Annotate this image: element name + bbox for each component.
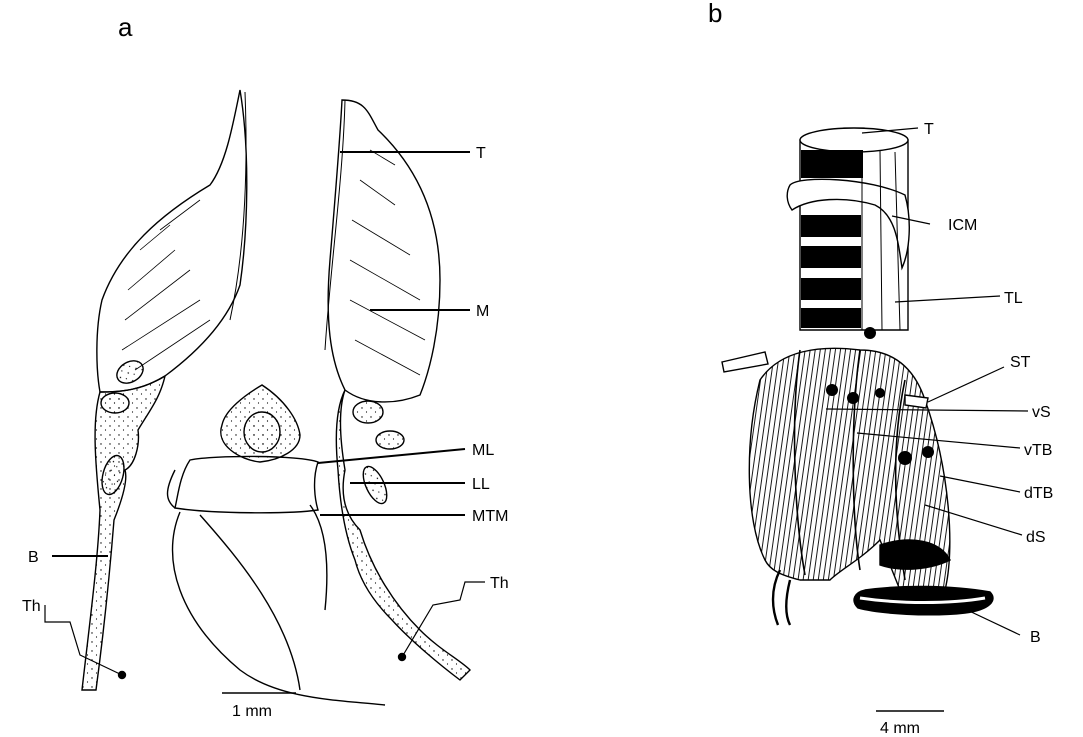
label-a-medial-labium: ML (472, 442, 494, 459)
label-b-icm: ICM (948, 217, 977, 234)
label-a-lateral-labium: LL (472, 476, 490, 493)
left-muscle (97, 90, 247, 392)
medial-tympaniform-membrane (175, 456, 318, 512)
label-b-vs: vS (1032, 404, 1051, 421)
label-a-bronchus: B (28, 549, 39, 566)
label-a-muscle: M (476, 303, 489, 320)
panel-a-drawing (45, 90, 485, 705)
right-muscle (328, 100, 440, 402)
scale-label-a: 1 mm (232, 703, 272, 720)
label-a-mtm: MTM (472, 508, 508, 525)
left-stub (722, 352, 768, 372)
panel-a-label: a (118, 12, 133, 42)
panel-b-drawing (722, 128, 1028, 711)
label-b-vtb: vTB (1024, 442, 1052, 459)
label-a-tympanum: T (476, 145, 486, 162)
label-b-st: ST (1010, 354, 1031, 371)
panel-b-label: b (708, 0, 722, 28)
label-b-dtb: dTB (1024, 485, 1053, 502)
right-lateral-labium (336, 390, 470, 680)
label-a-thermocouple-left: Th (22, 598, 41, 615)
scale-label-b: 4 mm (880, 720, 920, 737)
label-b-bronchus: B (1030, 629, 1041, 646)
label-a-thermocouple-right: Th (490, 575, 509, 592)
label-b-trachea: T (924, 121, 934, 138)
left-lateral-labium (82, 376, 165, 690)
label-b-tl: TL (1004, 290, 1023, 307)
right-stub (905, 395, 928, 408)
label-b-ds: dS (1026, 529, 1046, 546)
